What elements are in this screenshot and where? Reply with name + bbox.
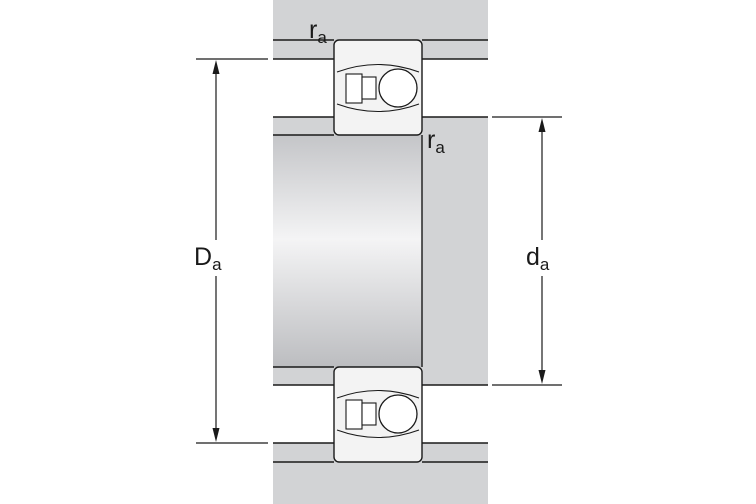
dimension-da <box>492 116 562 386</box>
shaft <box>273 135 422 367</box>
structure-lines <box>273 39 488 463</box>
bearing-bottom <box>333 366 423 463</box>
label-ra-shaft-sub: a <box>435 138 445 157</box>
label-Da: Da <box>194 243 222 274</box>
dimension-Da <box>196 58 268 444</box>
label-ra-top: ra <box>309 16 327 47</box>
shaft-shoulder <box>422 117 488 385</box>
label-Da-sub: a <box>212 255 222 274</box>
ball-bottom <box>378 394 418 434</box>
ball-top <box>378 68 418 108</box>
label-ra-top-sub: a <box>317 28 327 47</box>
label-ra-shaft: ra <box>427 126 445 157</box>
bearing-top <box>333 39 423 136</box>
label-da-sub: a <box>540 255 550 274</box>
label-da-main: d <box>526 243 540 271</box>
label-ra-top-main: r <box>309 16 317 44</box>
label-ra-shaft-main: r <box>427 126 435 154</box>
label-Da-main: D <box>194 243 212 271</box>
label-da: da <box>526 243 550 274</box>
